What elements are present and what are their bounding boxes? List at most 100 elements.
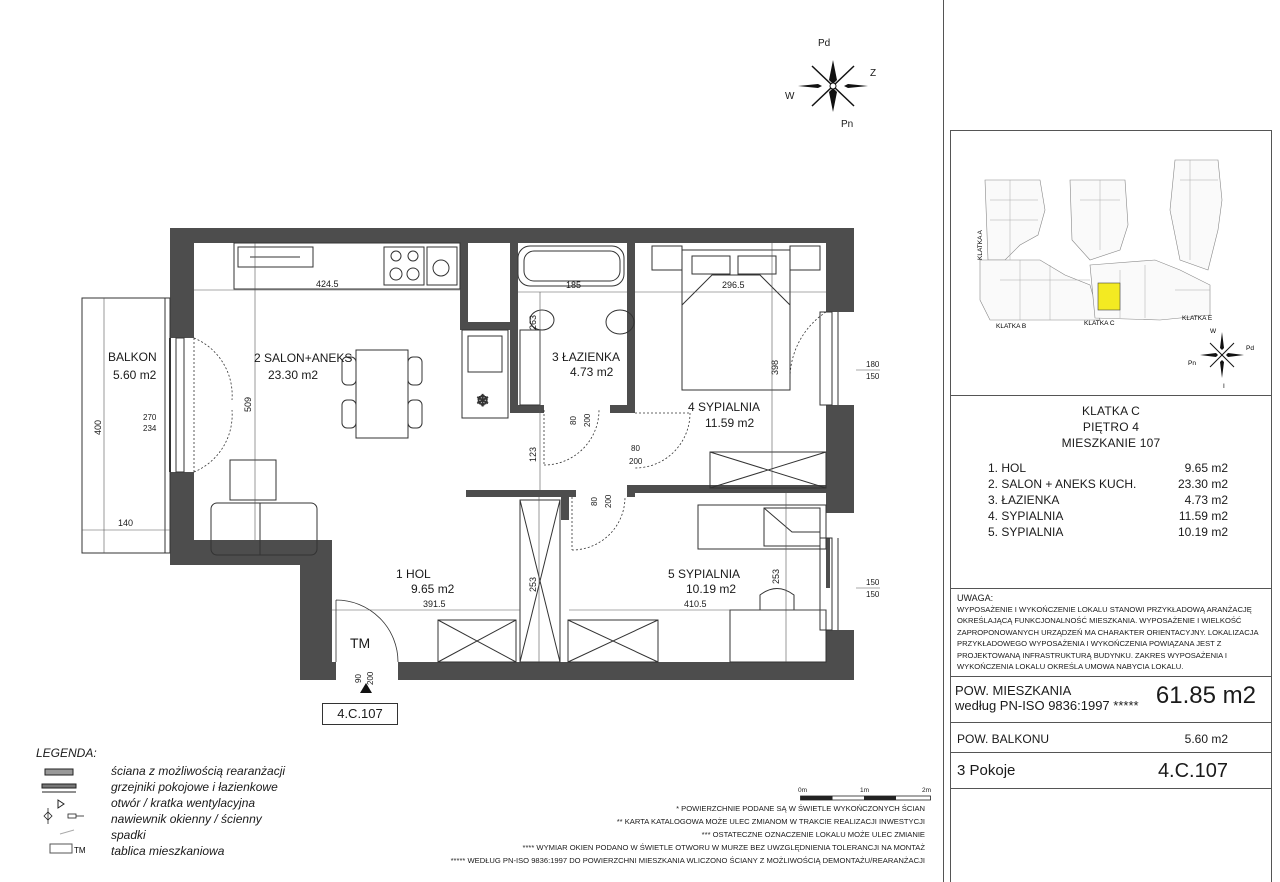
info-room-row: 4. SYPIALNIA 11.59 m2 <box>988 509 1228 524</box>
key-compass-top: W <box>1210 328 1217 335</box>
dim-salon-width: 424.5 <box>316 279 339 289</box>
balcony-area-label: POW. BALKONU <box>957 732 1050 746</box>
legend-wall-symbol <box>44 768 74 776</box>
svg-text:5 SYPIALNIA: 5 SYPIALNIA <box>668 567 740 581</box>
window5-h: 150 <box>866 590 880 599</box>
bed-room-5 <box>697 504 827 663</box>
info-room-name: 1. HOL <box>988 461 1027 475</box>
door-balcony-w: 270 <box>143 413 157 422</box>
key-compass-bottom: I <box>1223 383 1225 390</box>
dim-bath-width: 185 <box>566 280 581 290</box>
panel-divider <box>943 0 944 882</box>
compass-rose-key: W Pd Pn I <box>1188 328 1254 390</box>
room-3-name: ŁAZIENKA <box>562 350 620 364</box>
svg-text:1 HOL: 1 HOL <box>396 567 431 581</box>
info-room-area: 4.73 m2 <box>1184 493 1228 507</box>
balcony-area: 5.60 m2 <box>113 368 157 382</box>
area-label-line1: POW. MIESZKANIA <box>955 683 1072 698</box>
dim-salon-height: 509 <box>243 397 253 412</box>
door-entrance-h: 200 <box>366 671 375 685</box>
svg-text:3 ŁAZIENKA: 3 ŁAZIENKA <box>552 350 620 364</box>
footnote-1: * POWIERZCHNIE PODANE SĄ W ŚWIETLE WYKOŃ… <box>676 804 925 813</box>
legend-title: LEGENDA: <box>36 746 97 760</box>
area-label-line2: według PN-ISO 9836:1997 ***** <box>955 698 1139 713</box>
kitchen-counter: ❄ <box>233 242 509 419</box>
scale-label-0: 0m <box>798 787 808 794</box>
dim-bed5-width: 410.5 <box>684 599 707 609</box>
info-staircase: KLATKA C <box>1081 404 1141 418</box>
door-bed5-h: 200 <box>604 494 613 508</box>
room-4-area: 11.59 m2 <box>705 416 754 430</box>
door-bed4-w: 80 <box>631 444 640 453</box>
compass-w: W <box>785 91 795 102</box>
bathroom-fixtures <box>517 245 635 406</box>
notes-title: UWAGA: <box>957 593 994 603</box>
info-room-area: 10.19 m2 <box>1177 525 1228 539</box>
legend-slope-symbol <box>59 829 75 835</box>
legend-tm-text: TM <box>74 846 86 855</box>
keyplan-label-c: KLATKA C <box>1084 320 1115 327</box>
key-compass-w: Pn <box>1188 360 1196 367</box>
info-room-area: 11.59 m2 <box>1178 509 1228 523</box>
info-room-area: 9.65 m2 <box>1184 461 1228 475</box>
door-dimensions: 80 200 80 200 80 200 90 200 270 234 180 … <box>143 360 880 685</box>
legend-item: ściana z możliwością rearanżacji <box>111 764 286 778</box>
scale-label-2: 2m <box>922 787 932 794</box>
doors <box>193 311 827 663</box>
legend-symbols: TM <box>41 768 86 855</box>
keyplan-label-a: KLATKA A <box>977 229 984 260</box>
compass-s: Pn <box>841 119 853 130</box>
door-bed5-w: 80 <box>590 497 599 506</box>
balcony <box>81 297 171 554</box>
area-label: POW. MIESZKANIA według PN-ISO 9836:1997 … <box>955 683 1139 713</box>
info-room-row: 2. SALON + ANEKS KUCH. 23.30 m2 <box>988 477 1228 492</box>
info-floor: PIĘTRO 4 <box>1082 420 1140 434</box>
dim-bath-depth: 263 <box>528 315 538 330</box>
window5-w: 150 <box>866 578 880 587</box>
room-labels: 2 SALON+ANEKS 23.30 m2 3 ŁAZIENKA 4.73 m… <box>108 350 760 596</box>
info-room-row: 3. ŁAZIENKA 4.73 m2 <box>988 493 1228 508</box>
compass-e: Z <box>870 68 876 79</box>
balcony-area-value: 5.60 m2 <box>1184 732 1228 746</box>
svg-text:4 SYPIALNIA: 4 SYPIALNIA <box>688 400 760 414</box>
room-5-number: 5 <box>668 567 675 581</box>
room-5-name: SYPIALNIA <box>678 567 740 581</box>
info-room-row: 5. SYPIALNIA 10.19 m2 <box>988 525 1228 540</box>
scale-bar <box>800 795 931 801</box>
dim-balcony-depth: 400 <box>93 420 103 435</box>
door-entrance-w: 90 <box>354 674 363 683</box>
dim-hol-width: 391.5 <box>423 599 446 609</box>
windows <box>175 311 839 631</box>
area-value: 61.85 m2 <box>1155 682 1256 709</box>
room-1-number: 1 <box>396 567 403 581</box>
scale-label-1: 1m <box>860 787 870 794</box>
legend-item: otwór / kratka wentylacyjna <box>111 796 256 810</box>
info-apartment: MIESZKANIE 107 <box>1061 436 1161 450</box>
dim-hall-depth: 123 <box>528 447 538 462</box>
dim-closet-height: 253 <box>528 577 538 592</box>
closets <box>437 499 659 663</box>
floor-plan: Pd Z Pn W <box>81 38 880 693</box>
svg-text:❄: ❄ <box>476 393 489 410</box>
keyplan-label-b: KLATKA B <box>996 323 1026 330</box>
legend-item: nawiewnik okienny / ścienny <box>111 812 262 826</box>
room-5-area: 10.19 m2 <box>686 582 736 596</box>
info-room-row: 1. HOL 9.65 m2 <box>988 461 1228 476</box>
legend-intake-icon <box>43 808 84 824</box>
compass-n: Pd <box>818 38 830 49</box>
notes-text: Wyposażenie i wykończenie lokalu stanowi… <box>957 605 1259 672</box>
dimension-texts: 424.5 185 296.5 509 398 263 123 391.5 41… <box>93 279 781 609</box>
window4-h: 150 <box>866 372 880 381</box>
key-compass-n: Pd <box>1246 345 1254 352</box>
info-room-name: 2. SALON + ANEKS KUCH. <box>988 477 1137 491</box>
dining-table <box>341 349 423 439</box>
room-1-area: 9.65 m2 <box>411 582 455 596</box>
keyplan-highlight <box>1097 282 1121 311</box>
dim-balcony-width: 140 <box>118 518 133 528</box>
window4-w: 180 <box>866 360 880 369</box>
info-room-name: 4. SYPIALNIA <box>988 509 1064 523</box>
dimension-lines <box>82 243 826 662</box>
footnote-2: ** KARTA KATALOGOWA MOŻE ULEC ZMIANOM W … <box>616 817 925 826</box>
tm-label: TM <box>350 635 370 651</box>
legend-item: spadki <box>111 828 146 842</box>
